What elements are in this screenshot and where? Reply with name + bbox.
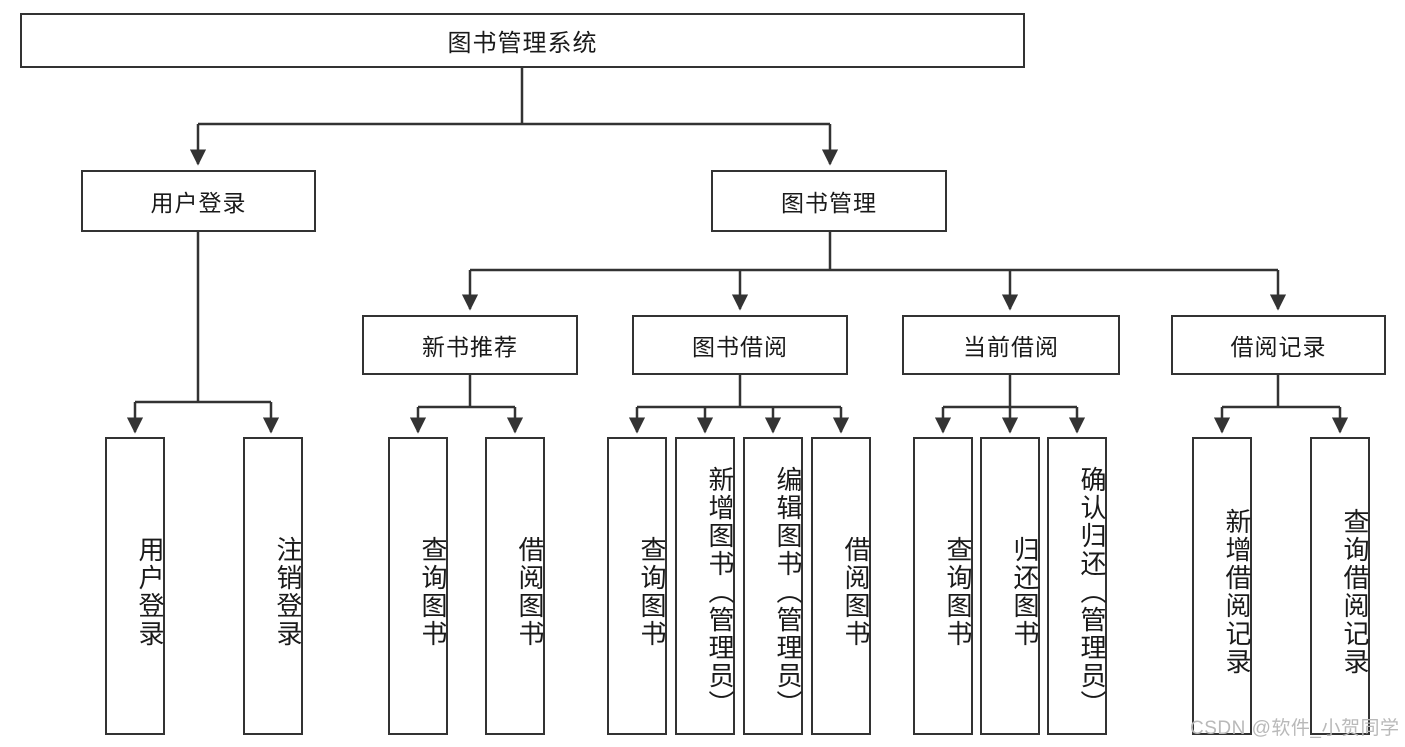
node-new-book-recommend[interactable]: 新书推荐 xyxy=(362,315,578,375)
node-label: 新增图书（管理员） xyxy=(705,466,735,718)
node-leaf-confirm-return[interactable]: 确认归还（管理员） xyxy=(1047,437,1107,735)
node-leaf-query-book-1[interactable]: 查询图书 xyxy=(388,437,448,735)
node-label: 查询借阅记录 xyxy=(1340,508,1370,676)
node-label: 图书管理 xyxy=(781,190,877,216)
node-label: 借阅图书 xyxy=(841,536,871,648)
node-book-borrow[interactable]: 图书借阅 xyxy=(632,315,848,375)
node-label: 编辑图书（管理员） xyxy=(773,466,803,718)
node-leaf-return-book[interactable]: 归还图书 xyxy=(980,437,1040,735)
node-borrow-record[interactable]: 借阅记录 xyxy=(1171,315,1386,375)
node-label: 新书推荐 xyxy=(422,334,518,360)
node-leaf-logout-login[interactable]: 注销登录 xyxy=(243,437,303,735)
node-current-borrow[interactable]: 当前借阅 xyxy=(902,315,1120,375)
node-label: 图书管理系统 xyxy=(447,30,598,57)
node-leaf-user-login[interactable]: 用户登录 xyxy=(105,437,165,735)
node-leaf-borrow-book-2[interactable]: 借阅图书 xyxy=(811,437,871,735)
node-label: 归还图书 xyxy=(1010,536,1040,648)
node-label: 查询图书 xyxy=(418,536,448,648)
node-label: 查询图书 xyxy=(637,536,667,648)
node-label: 图书借阅 xyxy=(692,334,788,360)
node-leaf-add-record[interactable]: 新增借阅记录 xyxy=(1192,437,1252,735)
node-label: 查询图书 xyxy=(943,536,973,648)
node-label: 当前借阅 xyxy=(963,334,1059,360)
node-leaf-query-book-2[interactable]: 查询图书 xyxy=(607,437,667,735)
node-label: 新增借阅记录 xyxy=(1222,508,1252,676)
node-label: 确认归还（管理员） xyxy=(1077,466,1107,718)
node-label: 借阅记录 xyxy=(1230,334,1327,360)
csdn-watermark: CSDN @软件_小贺同学 xyxy=(1190,718,1400,739)
node-label: 用户登录 xyxy=(135,536,165,648)
node-label: 注销登录 xyxy=(273,536,303,648)
node-user-login[interactable]: 用户登录 xyxy=(81,170,316,232)
node-leaf-edit-book[interactable]: 编辑图书（管理员） xyxy=(743,437,803,735)
node-leaf-query-book-3[interactable]: 查询图书 xyxy=(913,437,973,735)
node-label: 用户登录 xyxy=(150,190,247,216)
node-book-management-system[interactable]: 图书管理系统 xyxy=(20,13,1025,68)
node-leaf-borrow-book-1[interactable]: 借阅图书 xyxy=(485,437,545,735)
node-book-management[interactable]: 图书管理 xyxy=(711,170,947,232)
node-label: 借阅图书 xyxy=(515,536,545,648)
node-leaf-add-book[interactable]: 新增图书（管理员） xyxy=(675,437,735,735)
node-leaf-query-record[interactable]: 查询借阅记录 xyxy=(1310,437,1370,735)
